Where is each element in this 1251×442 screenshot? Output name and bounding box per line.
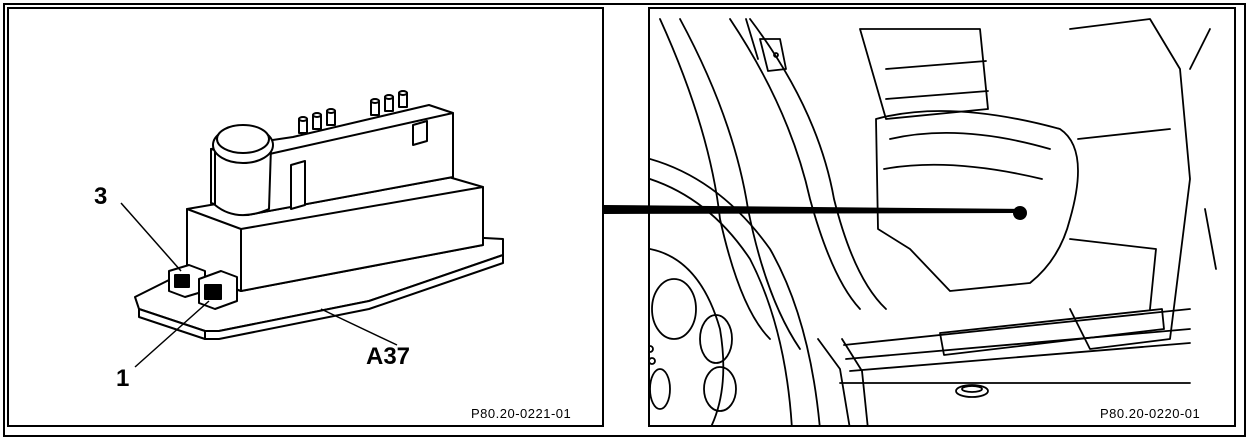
figure-frame [3, 3, 1246, 437]
figure-reference-left: P80.20-0221-01 [471, 406, 572, 421]
vehicle-interior-drawing [650, 18, 1217, 425]
callout-a37: A37 [366, 343, 411, 370]
vehicle-location-panel: P80.20-0220-01 [648, 7, 1236, 427]
callout-3: 3 [94, 183, 108, 210]
component-drawing-panel: 3 1 A37 P80.20-0221-01 [7, 7, 604, 427]
callout-1: 1 [116, 365, 130, 392]
pneumatic-pump-drawing [120, 90, 504, 368]
figure-reference-right: P80.20-0220-01 [1100, 406, 1201, 421]
